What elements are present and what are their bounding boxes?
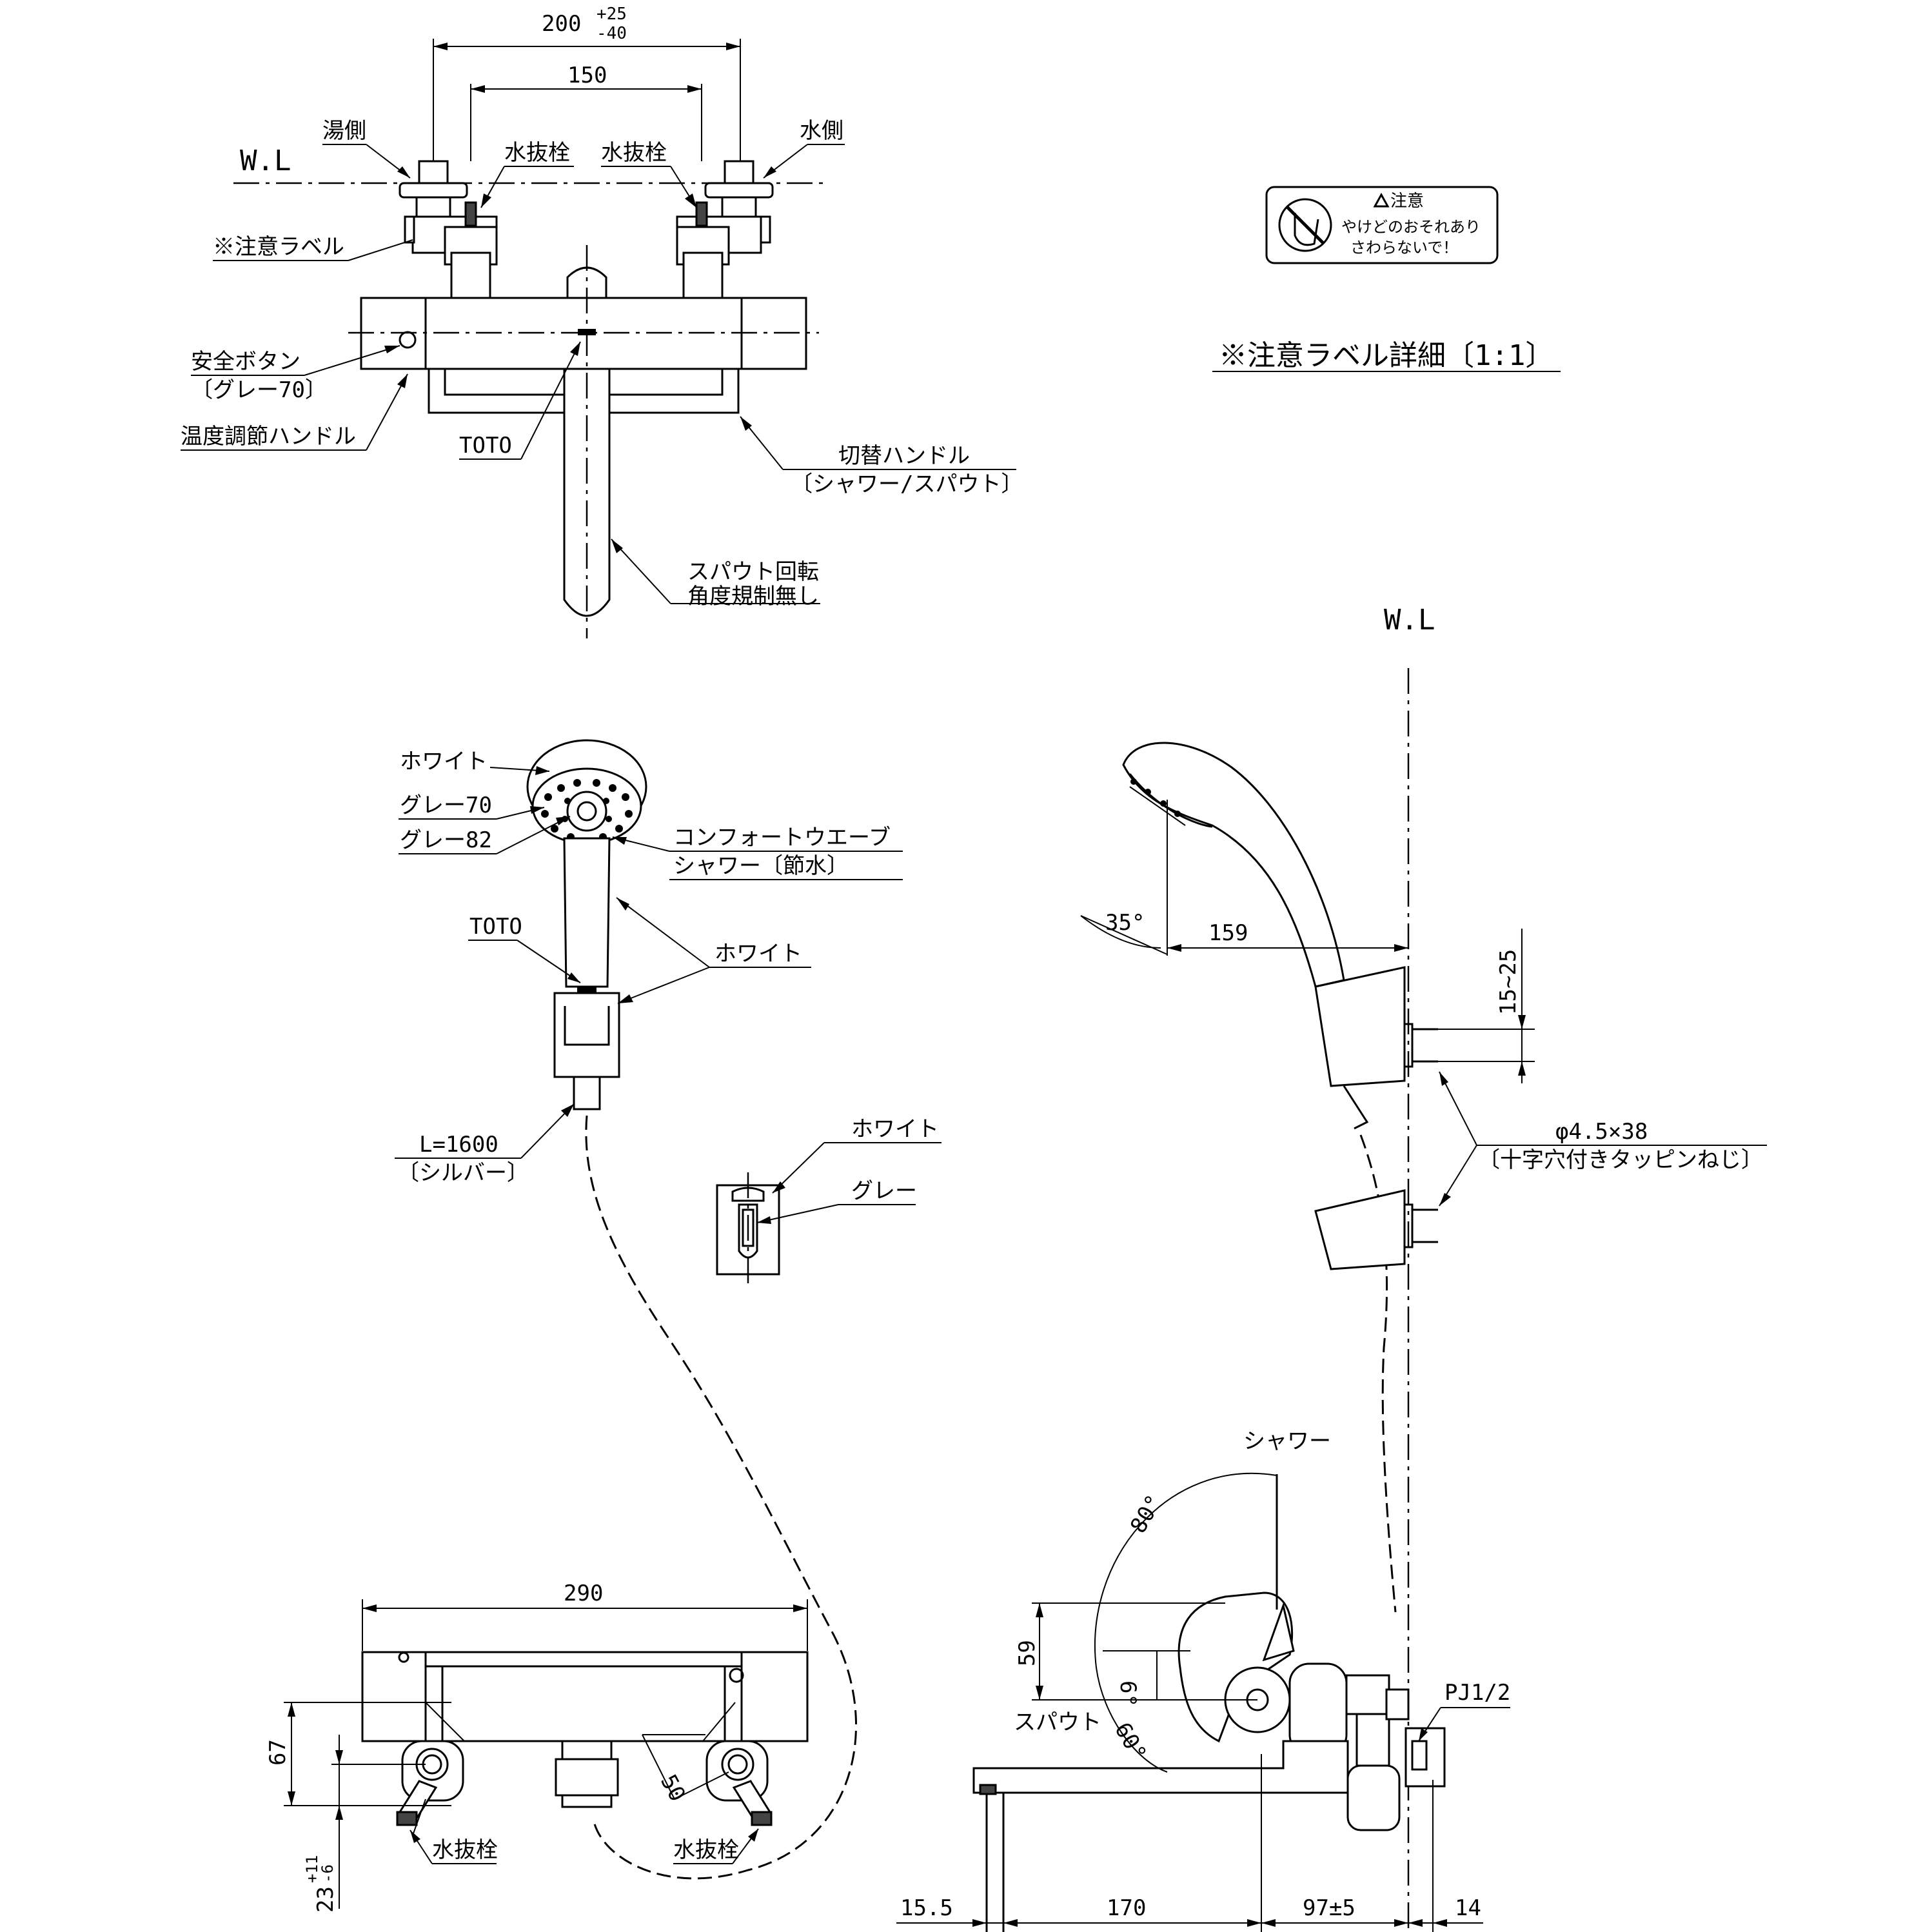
dim-15-25: 15~25: [1495, 949, 1521, 1015]
label-safety-button: 安全ボタン: [191, 349, 301, 375]
dim-170: 170: [1107, 1895, 1146, 1921]
front-view-top: 200 +25 -40 150 W.L: [181, 5, 1023, 638]
angle-80: 80°: [1125, 1490, 1167, 1537]
label-white-holder: ホワイト: [851, 1116, 939, 1142]
label-toto-head: TOTO: [469, 914, 522, 940]
dim-59: 59: [1014, 1640, 1040, 1666]
label-gray82-nozzle: グレー82: [400, 827, 492, 853]
dim-200-tol-minus: -40: [596, 24, 627, 43]
label-hose-color: 〔シルバー〕: [397, 1160, 529, 1186]
label-white-handle: ホワイト: [715, 941, 802, 967]
caution-line-1: やけどのおそれあり: [1341, 218, 1481, 236]
holder-front: ホワイト グレー: [716, 1116, 941, 1287]
label-detail-title: ※注意ラベル詳細〔1:1〕: [1219, 339, 1553, 372]
dim-200: 200: [542, 11, 581, 37]
screws: [1403, 1023, 1438, 1248]
label-comfort-wave-sub: シャワー〔節水〕: [673, 853, 849, 879]
label-safety-button-color: 〔グレー70〕: [191, 377, 327, 403]
label-spout-rotation: スパウト回転: [687, 559, 819, 585]
dim-23: 23: [313, 1886, 339, 1913]
label-switch-handle: 切替ハンドル: [838, 443, 970, 469]
dim-15-5: 15.5: [900, 1895, 953, 1921]
dim-23-tol-plus: +11: [303, 1855, 321, 1883]
front-view-bottom: 290 67: [265, 1581, 809, 1913]
label-toto-top: TOTO: [459, 433, 512, 458]
side-view: W.L 159 35°: [896, 604, 1767, 1932]
label-caution-sticker: ※注意ラベル: [213, 234, 344, 260]
label-screw-type: 〔十字穴付きタッピンねじ〕: [1478, 1147, 1763, 1173]
label-temp-handle: 温度調節ハンドル: [181, 424, 356, 449]
dim-150: 150: [567, 63, 607, 88]
label-drain-plug-bottom-left: 水抜栓: [432, 1837, 498, 1863]
label-gray-holder: グレー: [851, 1178, 917, 1204]
caution-title: 注意: [1390, 192, 1424, 211]
label-hot-side: 湯側: [322, 118, 366, 144]
label-spout-angle: 角度規制無し: [687, 584, 819, 609]
dim-159: 159: [1208, 920, 1248, 946]
wl-label-side: W.L: [1384, 604, 1435, 636]
label-white-head: ホワイト: [400, 749, 488, 774]
label-hose-length: L=1600: [419, 1132, 498, 1158]
label-screw-size: φ4.5×38: [1555, 1119, 1648, 1145]
angle-6: 6°: [1115, 1681, 1141, 1707]
dim-14: 14: [1455, 1895, 1481, 1921]
dim-290: 290: [564, 1581, 603, 1606]
label-comfort-wave: コンフォートウエーブ: [673, 825, 891, 851]
no-touch-icon: [1278, 198, 1332, 252]
label-shower-position: シャワー: [1243, 1428, 1331, 1454]
label-switch-handle-sub: 〔シャワー/スパウト〕: [791, 471, 1023, 497]
angle-35: 35°: [1105, 910, 1145, 936]
dim-97: 97±5: [1303, 1895, 1355, 1921]
label-drain-plug-left: 水抜栓: [504, 140, 570, 166]
label-cold-side: 水側: [800, 118, 843, 144]
dim-200-tol-plus: +25: [596, 5, 627, 24]
label-drain-plug-right: 水抜栓: [601, 140, 667, 166]
label-spout-position: スパウト: [1014, 1710, 1101, 1735]
label-drain-plug-bottom-right: 水抜栓: [673, 1837, 739, 1863]
dim-50: 50: [655, 1770, 691, 1806]
caution-label-detail: 注意 やけどのおそれあり さわらないで！ ※注意ラベル詳細〔1:1〕: [1212, 186, 1561, 372]
label-pj-thread: PJ1/2: [1444, 1680, 1510, 1706]
shower-head-front: ホワイト グレー70 グレー82 コンフォートウエーブ シャワー〔節水〕 TOT…: [395, 739, 903, 1880]
dim-67: 67: [265, 1739, 291, 1766]
label-gray70-face: グレー70: [400, 793, 492, 818]
dim-23-tol-minus: -6: [319, 1864, 337, 1883]
caution-line-2: さわらないで！: [1350, 239, 1458, 257]
wl-label-top: W.L: [240, 144, 291, 177]
warning-triangle-icon: [1373, 192, 1390, 208]
